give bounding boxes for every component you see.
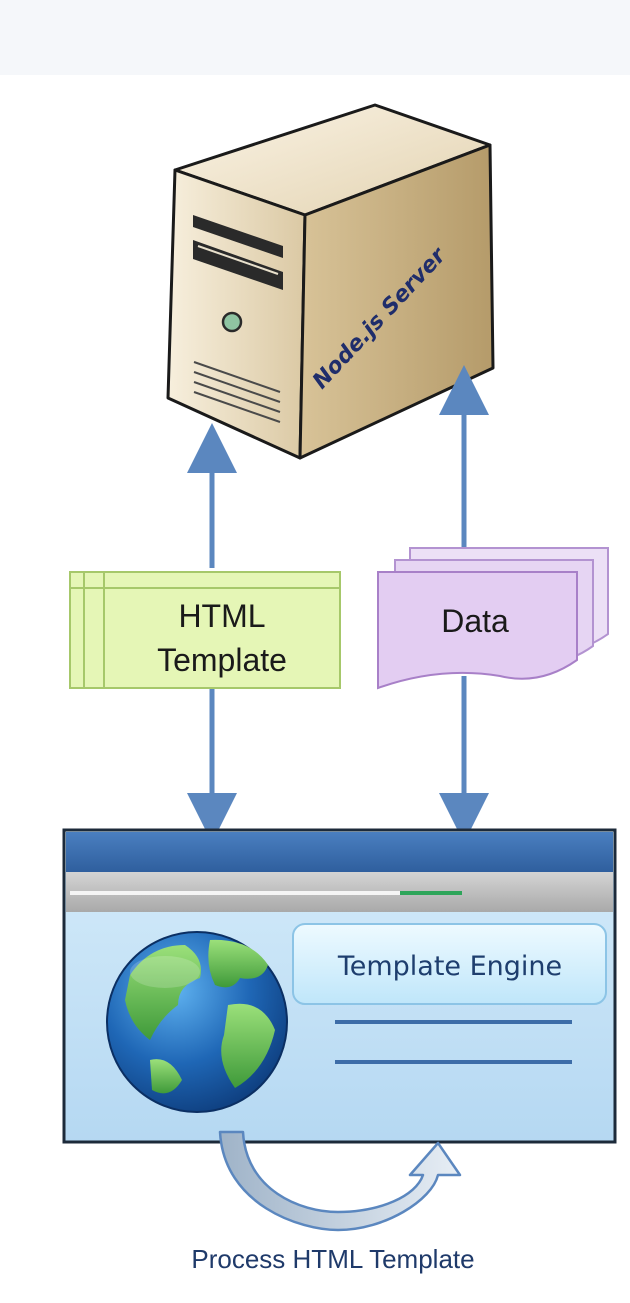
top-band <box>0 0 630 75</box>
html-template-box: HTML Template <box>69 571 341 689</box>
power-button-icon <box>221 311 243 333</box>
template-engine-box <box>292 923 607 1005</box>
vent-lines <box>193 361 281 423</box>
template-engine-label: Template Engine <box>337 951 562 982</box>
data-documents: Data <box>377 547 609 690</box>
html-template-line1: HTML <box>178 598 265 634</box>
data-label: Data <box>441 603 509 639</box>
browser-window: Template Engine <box>62 828 617 1144</box>
drive-bay <box>193 215 283 258</box>
html-template-line2: Template <box>157 642 287 678</box>
globe-icon <box>106 931 288 1113</box>
browser-header <box>66 832 613 872</box>
arrows <box>187 365 489 843</box>
server-icon: Node.js Server <box>166 103 495 460</box>
process-arrow-icon <box>218 1130 462 1232</box>
process-caption: Process HTML Template <box>191 1244 474 1274</box>
